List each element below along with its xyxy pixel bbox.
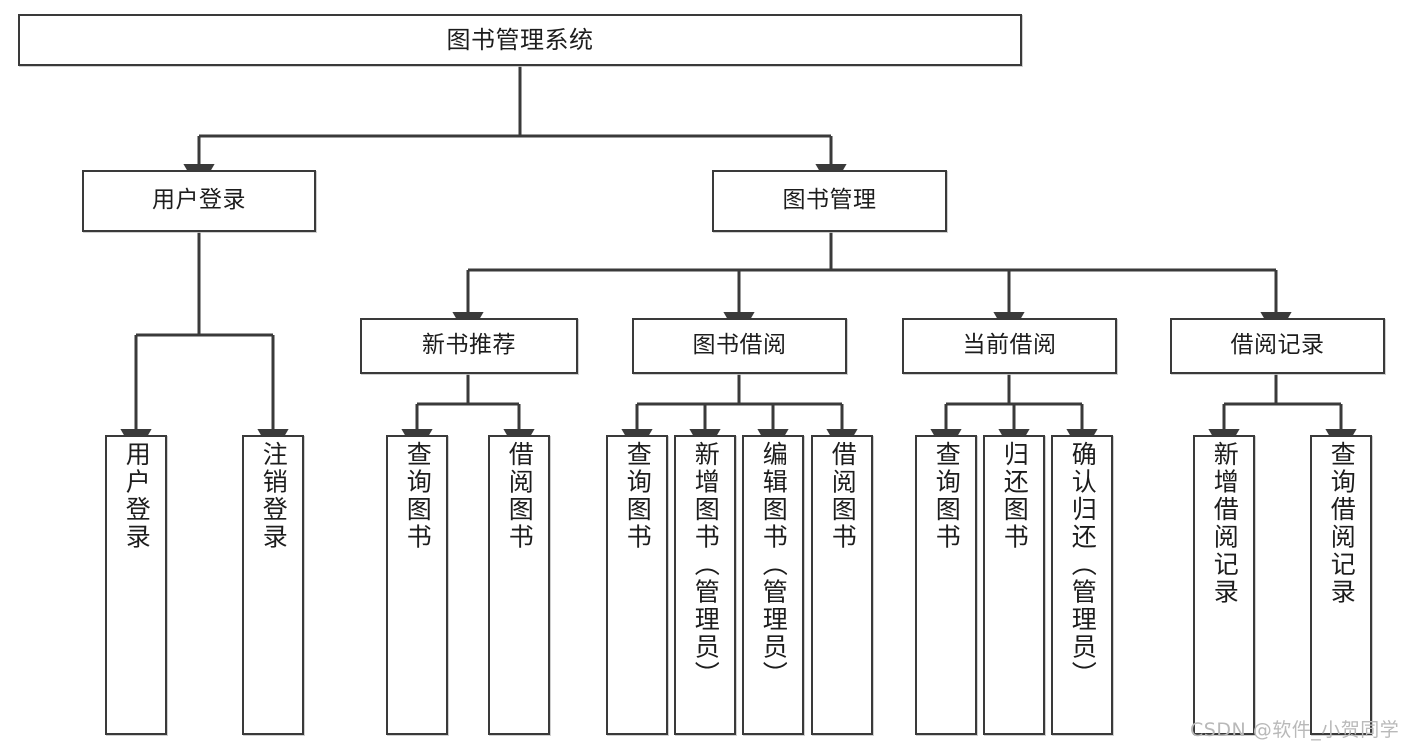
node-leaf-query-record[interactable]: 查询借阅记录 bbox=[1310, 435, 1372, 735]
node-user-login-label: 用户登录 bbox=[152, 187, 246, 214]
node-leaf-edit-book[interactable]: 编辑图书（管理员） bbox=[742, 435, 804, 735]
node-leaf-borrow-book-2-label: 借阅图书 bbox=[828, 441, 858, 551]
node-new-book-recommend[interactable]: 新书推荐 bbox=[360, 318, 578, 374]
node-borrow-record-label: 借阅记录 bbox=[1230, 332, 1325, 359]
node-leaf-return-book[interactable]: 归还图书 bbox=[983, 435, 1045, 735]
node-book-borrow[interactable]: 图书借阅 bbox=[632, 318, 847, 374]
node-leaf-query-book-1-label: 查询图书 bbox=[403, 441, 433, 551]
node-root[interactable]: 图书管理系统 bbox=[18, 14, 1022, 66]
node-borrow-record[interactable]: 借阅记录 bbox=[1170, 318, 1385, 374]
node-leaf-query-record-label: 查询借阅记录 bbox=[1327, 441, 1357, 606]
node-leaf-logout-login-label: 注销登录 bbox=[259, 441, 289, 551]
node-leaf-query-book-1[interactable]: 查询图书 bbox=[386, 435, 448, 735]
node-leaf-borrow-book-1-label: 借阅图书 bbox=[505, 441, 535, 551]
node-book-management-label: 图书管理 bbox=[782, 187, 877, 214]
node-current-borrow-label: 当前借阅 bbox=[962, 332, 1057, 359]
node-leaf-borrow-book-2[interactable]: 借阅图书 bbox=[811, 435, 873, 735]
node-leaf-borrow-book-1[interactable]: 借阅图书 bbox=[488, 435, 550, 735]
node-book-borrow-label: 图书借阅 bbox=[692, 332, 787, 359]
node-leaf-add-book-label: 新增图书（管理员） bbox=[691, 441, 721, 689]
node-current-borrow[interactable]: 当前借阅 bbox=[902, 318, 1117, 374]
node-root-label: 图书管理系统 bbox=[446, 25, 594, 54]
node-leaf-edit-book-label: 编辑图书（管理员） bbox=[759, 441, 789, 689]
node-leaf-add-record[interactable]: 新增借阅记录 bbox=[1193, 435, 1255, 735]
node-book-management[interactable]: 图书管理 bbox=[712, 170, 947, 232]
node-user-login[interactable]: 用户登录 bbox=[82, 170, 316, 232]
watermark: CSDN @软件_小贺同学 bbox=[1190, 719, 1400, 741]
node-leaf-user-login[interactable]: 用户登录 bbox=[105, 435, 167, 735]
node-leaf-add-book[interactable]: 新增图书（管理员） bbox=[674, 435, 736, 735]
node-leaf-logout-login[interactable]: 注销登录 bbox=[242, 435, 304, 735]
node-leaf-user-login-label: 用户登录 bbox=[122, 441, 152, 551]
node-leaf-add-record-label: 新增借阅记录 bbox=[1210, 441, 1240, 606]
node-new-book-recommend-label: 新书推荐 bbox=[422, 332, 516, 359]
node-leaf-query-book-3-label: 查询图书 bbox=[932, 441, 962, 551]
node-leaf-return-book-label: 归还图书 bbox=[1000, 441, 1030, 551]
node-leaf-query-book-2-label: 查询图书 bbox=[623, 441, 653, 551]
node-leaf-query-book-2[interactable]: 查询图书 bbox=[606, 435, 668, 735]
node-leaf-query-book-3[interactable]: 查询图书 bbox=[915, 435, 977, 735]
node-leaf-confirm-return-label: 确认归还（管理员） bbox=[1068, 441, 1098, 689]
node-leaf-confirm-return[interactable]: 确认归还（管理员） bbox=[1051, 435, 1113, 735]
